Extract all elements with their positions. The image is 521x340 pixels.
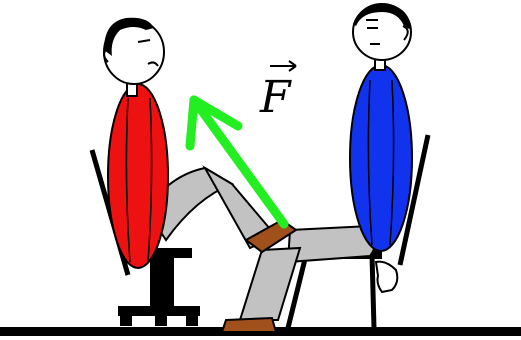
right-chair-leg-2 [372,255,374,328]
left-chair-caster-2 [155,314,167,326]
left-person [104,18,296,268]
force-vector-symbol: F [259,72,292,123]
left-person-torso [108,84,168,268]
left-chair-caster-1 [120,314,132,326]
right-person-torso [350,65,412,251]
left-chair-post [150,252,174,310]
right-person-shoe [222,318,276,332]
right-person [222,4,412,332]
force-arrow-head-left [190,100,194,146]
left-chair-caster-3 [186,314,198,326]
right-person-hand [376,262,397,292]
force-label: F [259,61,296,123]
